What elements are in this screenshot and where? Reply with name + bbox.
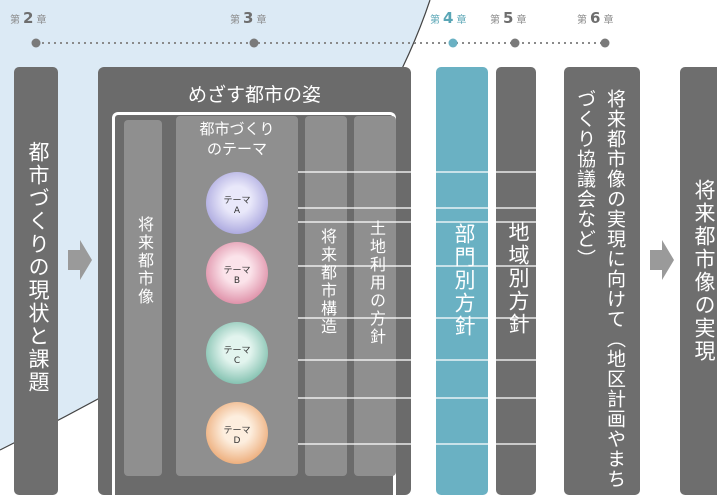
theme-title-line1: 都市づくり [199,120,275,138]
sector-policy-text: 部門別方針 [452,223,476,338]
theme-title: 都市づくり のテーマ [176,119,298,159]
timeline-dot-ch6 [600,38,610,48]
timeline-dot-ch2 [31,38,41,48]
timeline-dot-ch3 [249,38,259,48]
theme-title-line2: のテーマ [206,140,267,158]
land-use-text: 土地利用の方針 [367,220,386,346]
regional-policy-column: 地域別方針 [496,67,536,495]
flow-band-c [298,317,547,361]
future-vision-column: 将来都市像 [124,120,162,476]
current-status-text: 都市づくりの現状と課題 [26,141,50,394]
arrow-right-icon [650,240,674,280]
realization-column: 将来都市像の実現に向けて（地区計画やまちづくり協議会など） [564,67,640,495]
urban-structure-column: 将来都市構造 [305,116,347,476]
flow-band-a [298,171,547,209]
timeline-dot-ch5 [510,38,520,48]
timeline-dot-ch4 [448,38,458,48]
achievement-text: 将来都市像の実現 [692,179,716,363]
flow-band-d [298,397,547,445]
land-use-column: 土地利用の方針 [354,116,396,476]
achievement-column: 将来都市像の実現 [680,67,717,495]
arrow-right-icon [68,240,92,280]
realization-text: 将来都市像の実現に向けて（地区計画やまちづくり協議会など） [574,89,626,489]
target-city-title: めざす都市の姿 [187,84,321,106]
urban-structure-text: 将来都市構造 [318,228,337,336]
sector-policy-column: 部門別方針 [436,67,488,495]
flow-band-b [298,221,547,267]
current-status-column: 都市づくりの現状と課題 [14,67,58,495]
regional-policy-text: 地域別方針 [506,221,530,336]
future-vision-text: 将来都市像 [135,216,154,306]
chapter-timeline [31,38,610,48]
